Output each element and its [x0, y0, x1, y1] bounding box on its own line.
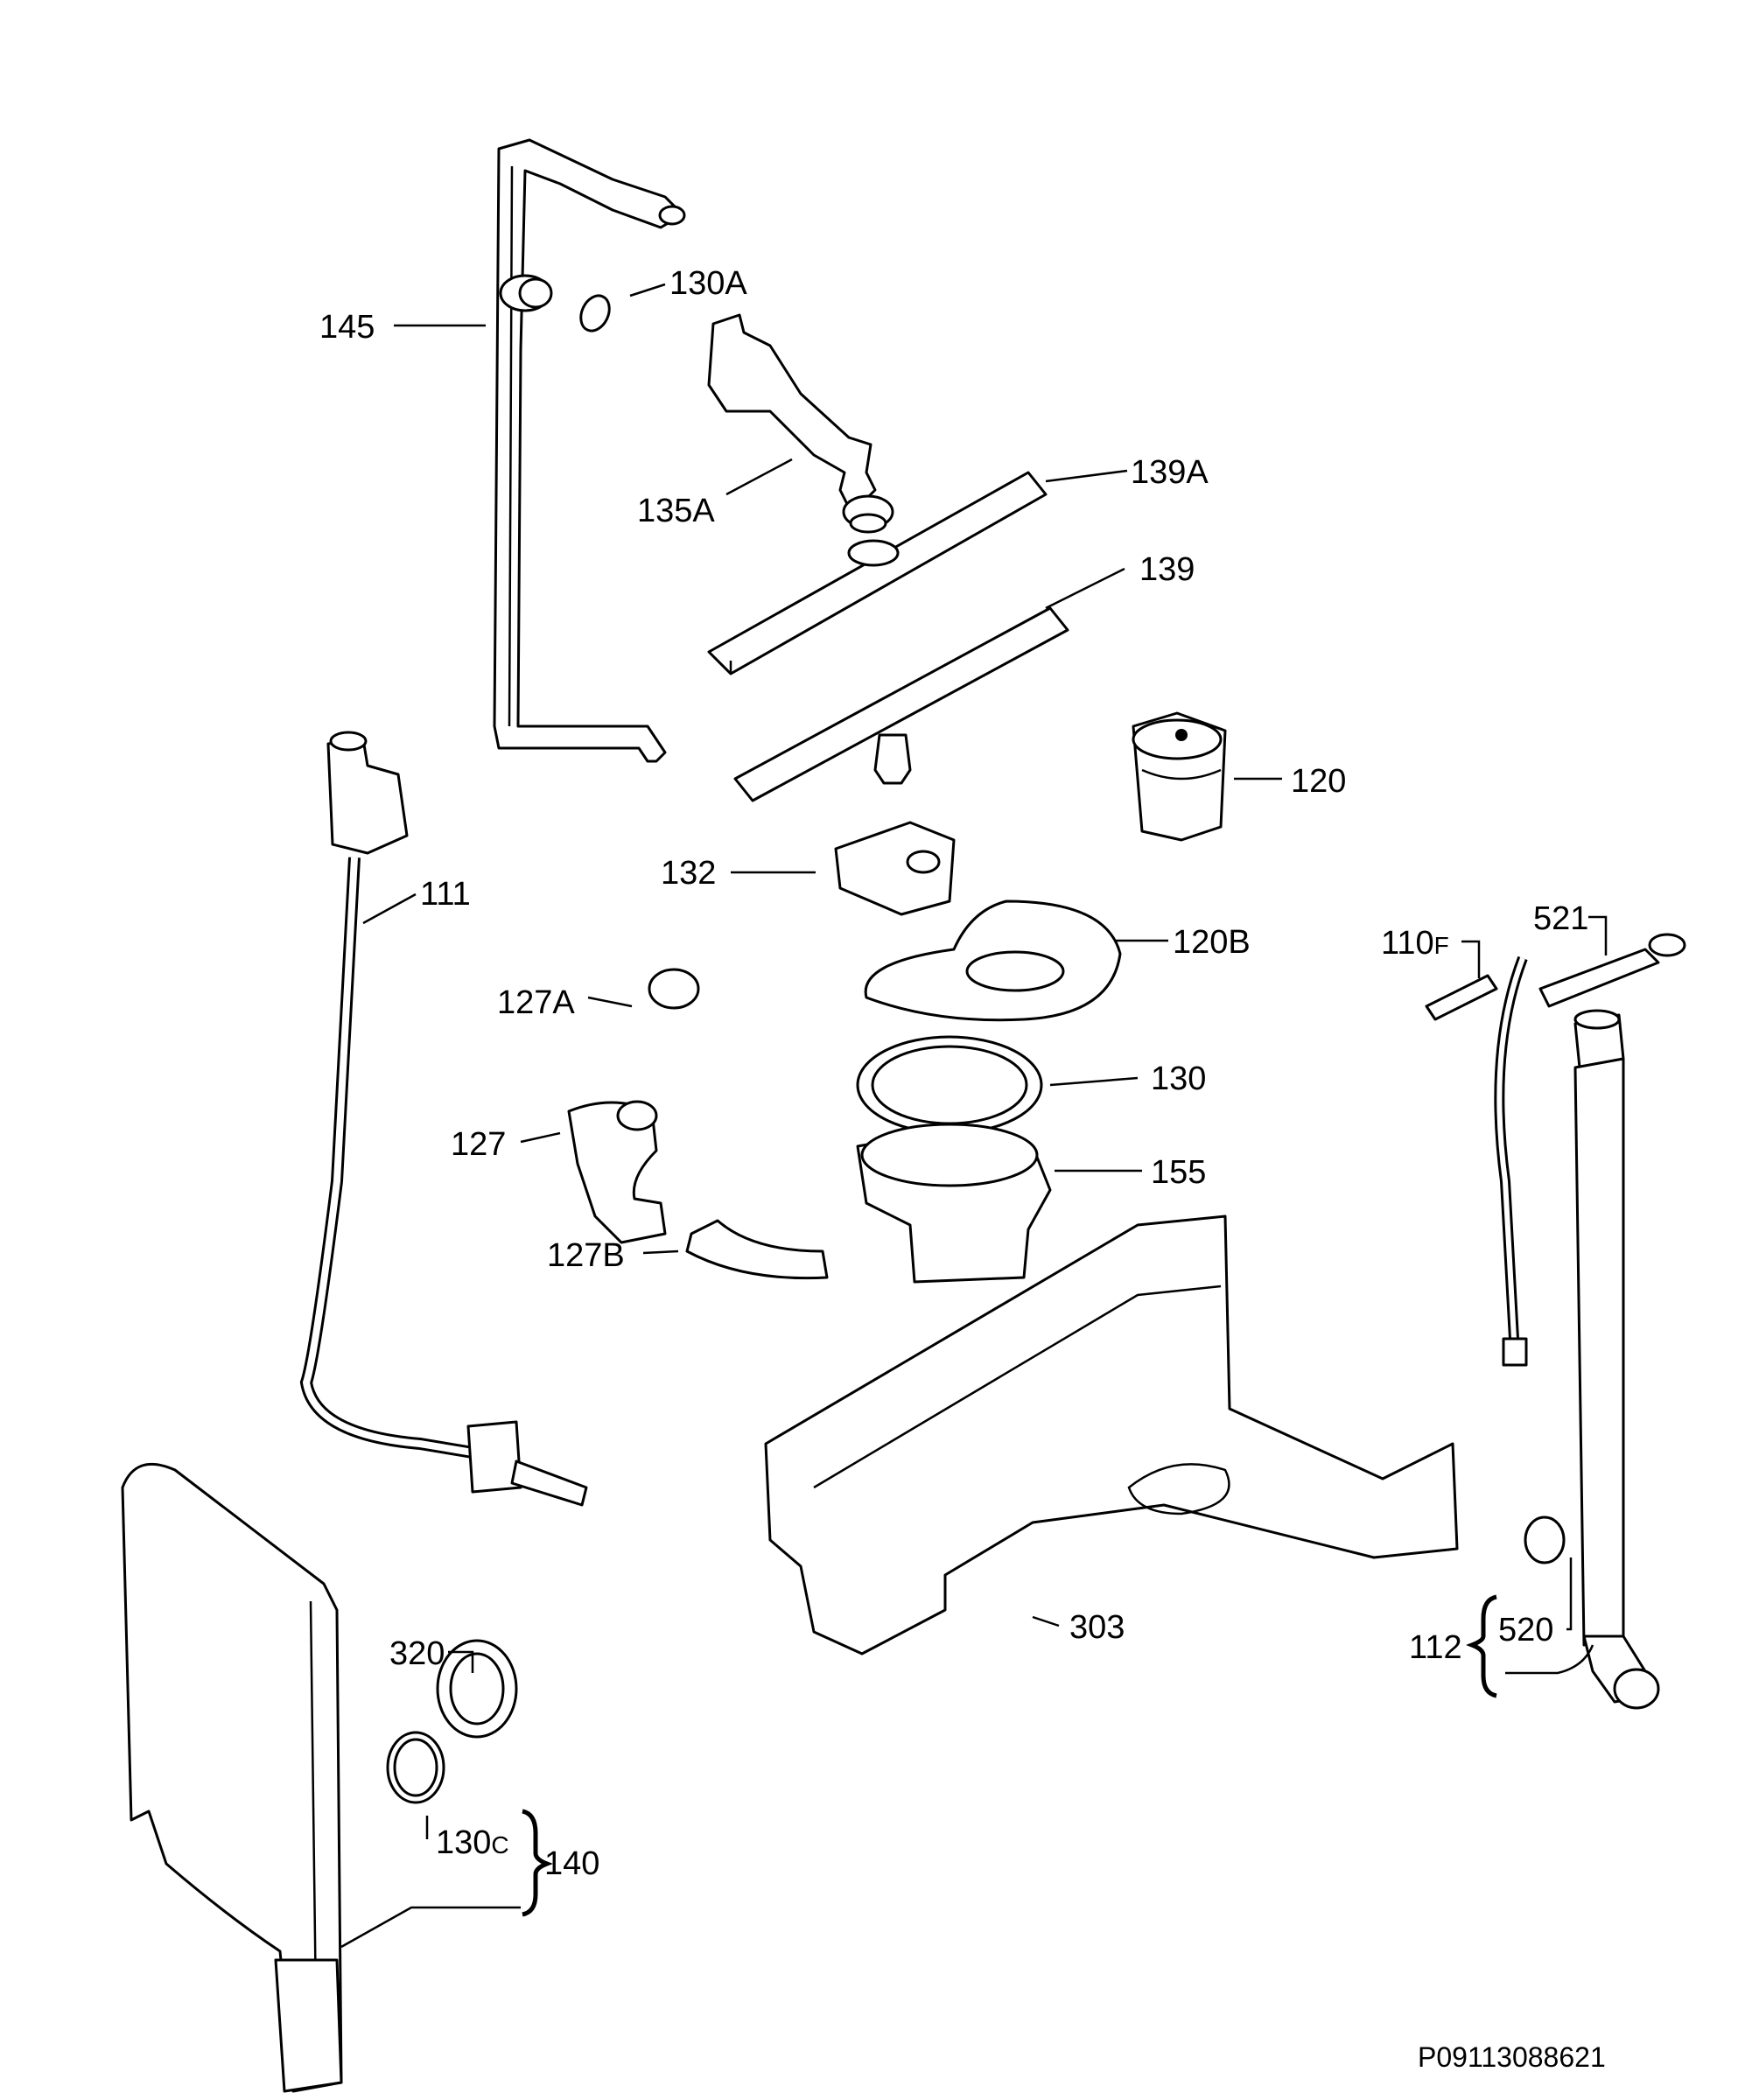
leader-130: [1049, 1076, 1139, 1087]
part-139a-upper-spray-arm: [707, 471, 1048, 676]
part-132: [834, 821, 956, 916]
label-127b: 127B: [547, 1237, 625, 1274]
part-127b-hose: [685, 1219, 829, 1280]
leader-127: [520, 1131, 561, 1144]
part-120-filter: [1132, 711, 1227, 842]
part-112-drain-hose: [1573, 1009, 1660, 1710]
label-139a: 139A: [1131, 454, 1209, 491]
label-130a: 130A: [669, 265, 747, 302]
label-520: 520: [1498, 1612, 1553, 1648]
part-127a: [648, 968, 700, 1010]
bracket-140: [522, 1809, 553, 1917]
leader-111: [362, 892, 417, 925]
leader-303: [1032, 1615, 1060, 1628]
label-110f-number: 110: [1381, 925, 1434, 962]
label-130c-number: 130: [436, 1824, 491, 1861]
part-111-inlet-hose: [299, 731, 588, 1507]
label-135a: 135A: [637, 493, 715, 529]
label-303: 303: [1069, 1609, 1125, 1646]
leader-112: [1505, 1644, 1594, 1675]
part-139-lower-spray-arm: [733, 606, 1069, 802]
part-303-base-tray: [764, 1214, 1459, 1656]
leader-520: [1566, 1558, 1573, 1631]
leader-130a: [629, 283, 666, 298]
part-130-gasket: [856, 1035, 1043, 1135]
part-140-side-panel: [121, 1462, 343, 2093]
label-127: 127: [451, 1126, 506, 1163]
label-521: 521: [1533, 900, 1588, 937]
part-130c-oring: [386, 1731, 445, 1804]
leader-139: [1045, 567, 1125, 610]
leader-139a: [1045, 469, 1128, 483]
leader-127a: [587, 996, 633, 1008]
part-127: [567, 1100, 667, 1244]
leader-140: [340, 1906, 521, 1949]
label-130: 130: [1151, 1060, 1206, 1097]
part-135a-arm-support: [707, 313, 894, 534]
label-110f: 110F: [1381, 925, 1449, 962]
part-110f-hose: [1425, 956, 1528, 1367]
drawing-code: P09113088621: [1418, 2041, 1606, 2073]
part-120b-filter-plate: [864, 900, 1122, 1022]
label-132: 132: [661, 855, 716, 892]
label-127a: 127A: [497, 984, 575, 1021]
label-145: 145: [319, 309, 375, 346]
label-120: 120: [1291, 763, 1346, 800]
label-130c-suffix: C: [491, 1831, 508, 1858]
bracket-112: [1466, 1594, 1497, 1698]
label-112: 112: [1409, 1629, 1462, 1666]
part-155-sump: [856, 1123, 1052, 1284]
label-155: 155: [1151, 1154, 1206, 1191]
leader-320: [448, 1650, 474, 1673]
leader-521: [1588, 915, 1608, 956]
label-139: 139: [1139, 551, 1195, 588]
label-120b: 120B: [1173, 924, 1251, 961]
part-320-seal: [436, 1639, 518, 1739]
label-140: 140: [544, 1845, 599, 1882]
part-521-clip: [1538, 933, 1686, 1008]
label-110f-suffix: F: [1434, 932, 1449, 959]
leader-127b: [642, 1250, 679, 1255]
label-130c: 130C: [436, 1824, 509, 1861]
part-145-supply-pipe: [493, 138, 686, 763]
part-520-grommet: [1524, 1516, 1566, 1564]
label-111: 111: [420, 876, 471, 913]
label-320: 320: [389, 1635, 445, 1672]
leader-110f: [1461, 940, 1481, 978]
leader-135a: [725, 458, 793, 496]
part-130a-oring: [579, 294, 611, 332]
